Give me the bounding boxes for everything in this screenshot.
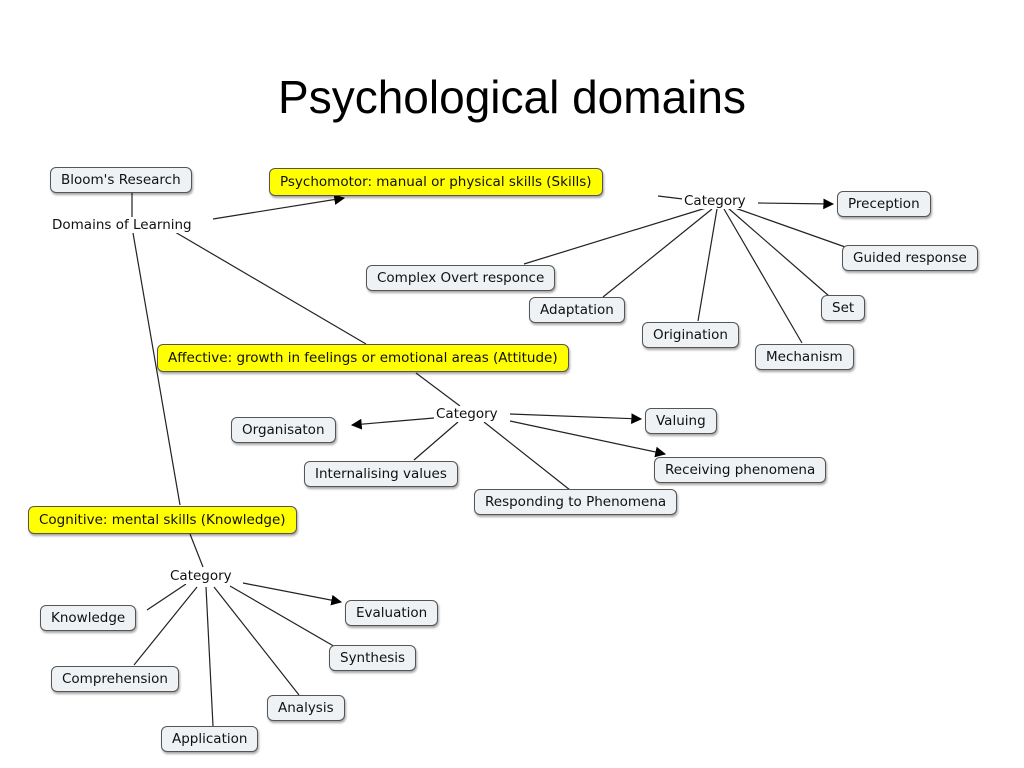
connector-psy-guided xyxy=(734,207,849,249)
connector-aff-internalising xyxy=(413,421,459,461)
connector-affective-category xyxy=(415,372,461,407)
connector-domains-cognitive xyxy=(132,232,181,506)
connector-psychomotor-category xyxy=(657,195,684,200)
connector-psy-adaptation xyxy=(602,208,713,298)
connector-cog-comprehension xyxy=(133,586,198,666)
node-responding-to-phenomena: Responding to Phenomena xyxy=(474,489,678,515)
connector-cog-application xyxy=(205,586,214,727)
node-blooms-research: Bloom's Research xyxy=(50,167,192,193)
connector-psy-preception xyxy=(757,198,835,210)
node-evaluation: Evaluation xyxy=(345,600,439,626)
node-organisaton: Organisaton xyxy=(231,417,336,443)
connector-aff-valuing xyxy=(509,413,643,425)
node-adaptation: Adaptation xyxy=(529,297,625,323)
node-application: Application xyxy=(161,726,259,752)
link-domains-of-learning: Domains of Learning xyxy=(50,217,194,233)
node-complex-overt-responce: Complex Overt responce xyxy=(366,265,556,291)
connector-psy-origination xyxy=(697,208,718,322)
connector-psy-set xyxy=(727,207,830,297)
node-internalising-values: Internalising values xyxy=(304,461,458,487)
connector-aff-responding xyxy=(483,421,571,491)
node-set: Set xyxy=(821,295,866,321)
node-synthesis: Synthesis xyxy=(329,645,417,671)
connector-cog-analysis xyxy=(213,586,300,696)
link-cognitive-category: Category xyxy=(168,568,234,584)
connector-cognitive-category xyxy=(189,533,204,568)
connector-cog-synthesis xyxy=(229,585,338,649)
connector-cog-knowledge xyxy=(146,583,187,611)
connector-aff-organisaton xyxy=(350,417,435,430)
link-affective-category: Category xyxy=(434,406,500,422)
node-affective: Affective: growth in feelings or emotion… xyxy=(157,344,569,372)
node-comprehension: Comprehension xyxy=(51,666,179,692)
node-origination: Origination xyxy=(642,322,739,348)
node-cognitive: Cognitive: mental skills (Knowledge) xyxy=(28,506,297,534)
connector-aff-receiving xyxy=(509,420,667,458)
node-knowledge: Knowledge xyxy=(40,605,137,631)
connector-domains-affective xyxy=(174,231,367,345)
link-psychomotor-category: Category xyxy=(682,193,748,209)
connector-cog-evaluation xyxy=(242,582,343,606)
connector-psy-complex xyxy=(523,207,707,265)
node-mechanism: Mechanism xyxy=(755,344,854,370)
slide-title: Psychological domains xyxy=(278,71,746,123)
node-analysis: Analysis xyxy=(267,695,345,721)
node-valuing: Valuing xyxy=(645,408,717,434)
node-preception: Preception xyxy=(837,191,931,217)
node-receiving-phenomena: Receiving phenomena xyxy=(654,457,827,483)
connector-psy-mechanism xyxy=(723,208,803,344)
node-psychomotor: Psychomotor: manual or physical skills (… xyxy=(269,168,603,196)
connector-domains-psychomotor xyxy=(212,194,346,220)
node-guided-response: Guided response xyxy=(842,245,978,271)
